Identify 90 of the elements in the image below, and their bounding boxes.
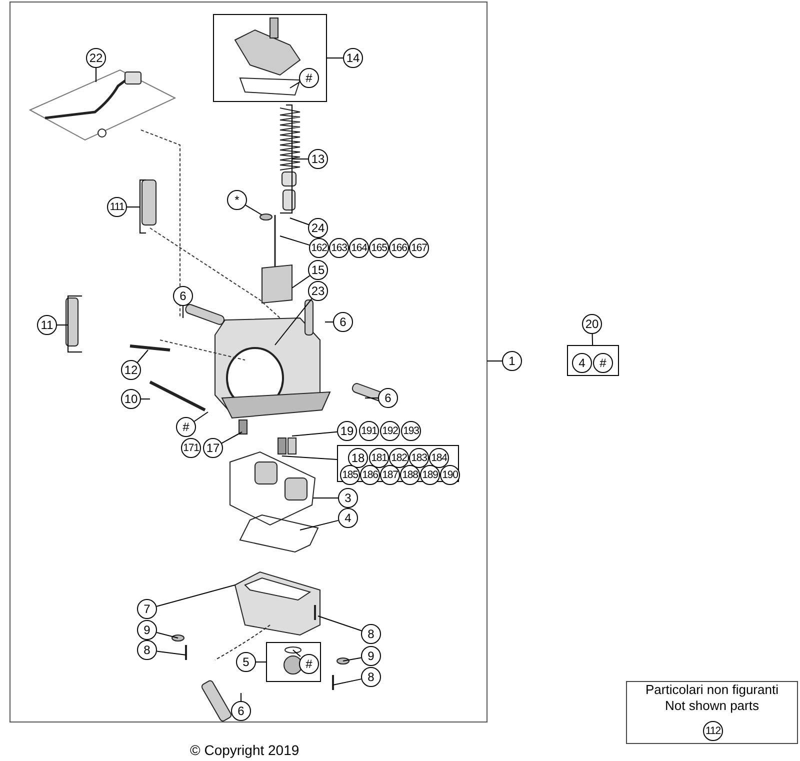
- callout-number: 17: [203, 438, 223, 458]
- callout-number: #: [176, 417, 196, 437]
- copyright-note: © Copyright 2019: [190, 742, 300, 758]
- callout-number: 19: [337, 421, 357, 441]
- group-frame: [337, 445, 459, 482]
- leader-line: [156, 632, 178, 638]
- leader-line: [245, 204, 262, 216]
- callout-number: 23: [308, 281, 328, 301]
- callout-number: 163: [329, 238, 349, 258]
- callout-number: 22: [86, 48, 106, 68]
- callout-number: 186: [360, 465, 380, 485]
- callout-number: 190: [440, 465, 460, 485]
- callout-number: 167: [409, 238, 429, 258]
- leader-line: [282, 456, 338, 460]
- callout-number: 11: [37, 315, 57, 335]
- leader-line: [292, 158, 308, 160]
- leader-line: [221, 432, 242, 444]
- callout-number: 20: [582, 314, 602, 334]
- callout-number: 8: [137, 640, 157, 660]
- callout-number: 6: [231, 701, 251, 721]
- callout-number: 9: [361, 646, 381, 666]
- leader-line: [486, 360, 502, 362]
- callout-number: 6: [378, 388, 398, 408]
- note-text: Particolari non figuranti: [644, 682, 780, 698]
- group-frame: [266, 642, 321, 682]
- leader-line: [292, 275, 310, 288]
- leader-line: [592, 334, 594, 346]
- callout-number: 24: [308, 218, 328, 238]
- leader-line: [290, 218, 310, 226]
- leader-line: [290, 82, 300, 88]
- leader-line: [240, 692, 242, 702]
- callout-number: 189: [420, 465, 440, 485]
- callout-number: 164: [349, 238, 369, 258]
- callout-number: #: [299, 654, 319, 674]
- leader-line: [292, 650, 301, 657]
- callout-number: 6: [333, 312, 353, 332]
- callout-number: 12: [121, 360, 141, 380]
- leader-line: [136, 350, 148, 363]
- callout-number: 171: [181, 438, 201, 458]
- leader-line: [126, 206, 140, 208]
- callout-number: #: [299, 68, 319, 88]
- callout-number: 112: [703, 721, 723, 741]
- leader-line: [300, 520, 339, 530]
- callout-number: 4: [338, 508, 358, 528]
- callout-number: 14: [343, 48, 363, 68]
- callout-number: 10: [121, 389, 141, 409]
- leader-line: [56, 324, 68, 326]
- callout-number: 18: [348, 448, 368, 468]
- callout-number: 182: [389, 448, 409, 468]
- leader-line: [292, 431, 338, 436]
- callout-number: 8: [361, 667, 381, 687]
- leader-line: [156, 584, 236, 607]
- callout-number: 1: [502, 351, 522, 371]
- callout-number: 5: [236, 652, 256, 672]
- callout-number: 188: [400, 465, 420, 485]
- callout-number: 7: [137, 599, 157, 619]
- leader-line: [140, 398, 150, 400]
- note-box: [626, 681, 798, 744]
- leader-line: [194, 412, 208, 422]
- callout-number: 181: [369, 448, 389, 468]
- callout-number: 187: [380, 465, 400, 485]
- leader-line: [156, 650, 186, 656]
- callout-number: 8: [361, 624, 381, 644]
- callout-number: 183: [409, 448, 429, 468]
- callout-number: 111: [107, 197, 127, 217]
- callout-number: 192: [380, 421, 400, 441]
- callout-number: 3: [338, 488, 358, 508]
- leader-line: [342, 657, 362, 662]
- callout-number: #: [593, 353, 613, 373]
- leader-line: [332, 678, 362, 686]
- callout-number: 13: [308, 149, 328, 169]
- callout-number: 15: [308, 260, 328, 280]
- callout-number: 184: [429, 448, 449, 468]
- group-frame: [213, 14, 327, 102]
- leader-line: [274, 298, 312, 346]
- callout-number: 162: [309, 238, 329, 258]
- group-frame: [567, 345, 619, 376]
- callout-number: *: [227, 190, 247, 210]
- note-text: Not shown parts: [664, 698, 760, 714]
- callout-number: 193: [401, 421, 421, 441]
- callout-number: 4: [572, 353, 592, 373]
- callout-number: 185: [340, 465, 360, 485]
- callout-number: 6: [173, 286, 193, 306]
- callout-number: 165: [369, 238, 389, 258]
- callout-number: 166: [389, 238, 409, 258]
- leader-line: [280, 236, 310, 246]
- callout-number: 191: [359, 421, 379, 441]
- callout-number: 9: [137, 620, 157, 640]
- leader-line: [182, 306, 184, 318]
- leader-line: [318, 616, 362, 632]
